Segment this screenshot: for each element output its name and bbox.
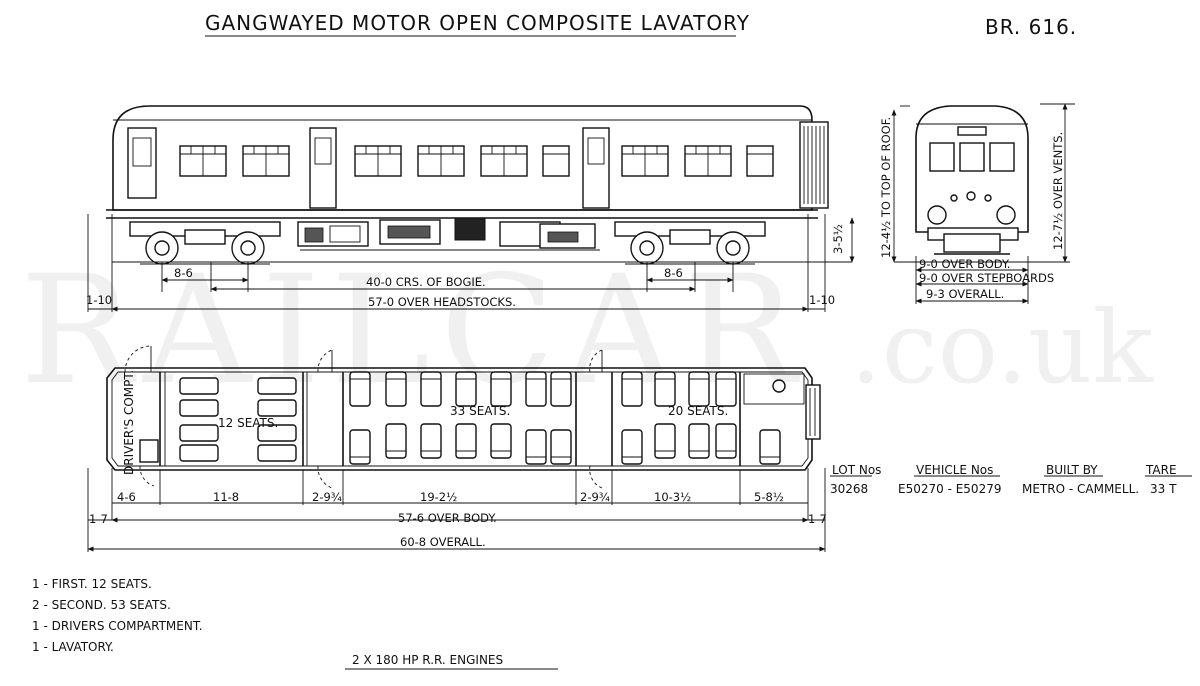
end-overall-dim: 9-3 OVERALL. — [926, 287, 1004, 301]
table-header-lot: LOT Nos — [832, 463, 881, 477]
accommodation-line: 2 - SECOND. 53 SEATS. — [32, 598, 171, 612]
floor-height-dim: 3-5½ — [831, 224, 845, 254]
second-class-seats-b-label: 20 SEATS. — [668, 404, 728, 418]
left-overhang-dim: 1-10 — [86, 293, 112, 307]
plan-dim-4: 19-2½ — [420, 490, 457, 504]
accommodation-line: 1 - LAVATORY. — [32, 640, 114, 654]
plan-dim-7: 5-8½ — [754, 490, 784, 504]
plan-over-body-dim: 57-6 OVER BODY. — [398, 511, 497, 525]
table-value-lot: 30268 — [830, 482, 868, 496]
end-over-body-dim: 9-0 OVER BODY. — [919, 257, 1010, 271]
accommodation-line: 1 - DRIVERS COMPARTMENT. — [32, 619, 203, 633]
vents-height-dim: 12-7½ OVER VENTS. — [1051, 132, 1065, 250]
plan-dim-3: 2-9¾ — [312, 490, 342, 504]
plan-right-end-dim: 1-7 — [808, 512, 827, 526]
table-header-tare: TARE — [1145, 463, 1177, 477]
bogie-centres-dim: 40-0 CRS. OF BOGIE. — [366, 275, 486, 289]
table-value-built-by: METRO - CAMMELL. — [1022, 482, 1139, 496]
plan-dim-5: 2-9¾ — [580, 490, 610, 504]
plan-view — [87, 345, 826, 552]
watermark-suffix: .co.uk — [850, 289, 1154, 406]
plan-dim-1: 4-6 — [117, 490, 136, 504]
engines-note: 2 X 180 HP R.R. ENGINES — [352, 653, 503, 667]
right-overhang-dim: 1-10 — [809, 293, 835, 307]
bogie-wheelbase-left: 8-6 — [174, 266, 193, 280]
plan-dim-2: 11-8 — [213, 490, 239, 504]
table-value-tare: 33 T — [1150, 482, 1177, 496]
diagram-number: BR. 616. — [985, 15, 1077, 39]
watermark-main: RAILCAR — [20, 244, 806, 418]
end-over-stepboards-dim: 9-0 OVER STEPBOARDS — [919, 271, 1054, 285]
first-class-seats-label: 12 SEATS. — [218, 416, 278, 430]
side-elevation — [87, 105, 855, 312]
over-headstocks-dim: 57-0 OVER HEADSTOCKS. — [368, 295, 516, 309]
plan-dim-6: 10-3½ — [654, 490, 691, 504]
plan-left-end-dim: 1-7 — [89, 512, 108, 526]
bogie-wheelbase-right: 8-6 — [664, 266, 683, 280]
second-class-seats-a-label: 33 SEATS. — [450, 404, 510, 418]
plan-overall-dim: 60-8 OVERALL. — [400, 535, 486, 549]
accommodation-line: 1 - FIRST. 12 SEATS. — [32, 577, 152, 591]
table-header-built-by: BUILT BY — [1046, 463, 1098, 477]
drawing-title: GANGWAYED MOTOR OPEN COMPOSITE LAVATORY — [205, 11, 750, 35]
drivers-compartment-label: DRIVER'S COMPT. — [122, 370, 136, 475]
end-elevation — [891, 103, 1075, 304]
table-header-vehicle: VEHICLE Nos — [916, 463, 993, 477]
roof-height-dim: 12-4½ TO TOP OF ROOF. — [879, 117, 893, 258]
table-value-vehicle: E50270 - E50279 — [898, 482, 1001, 496]
